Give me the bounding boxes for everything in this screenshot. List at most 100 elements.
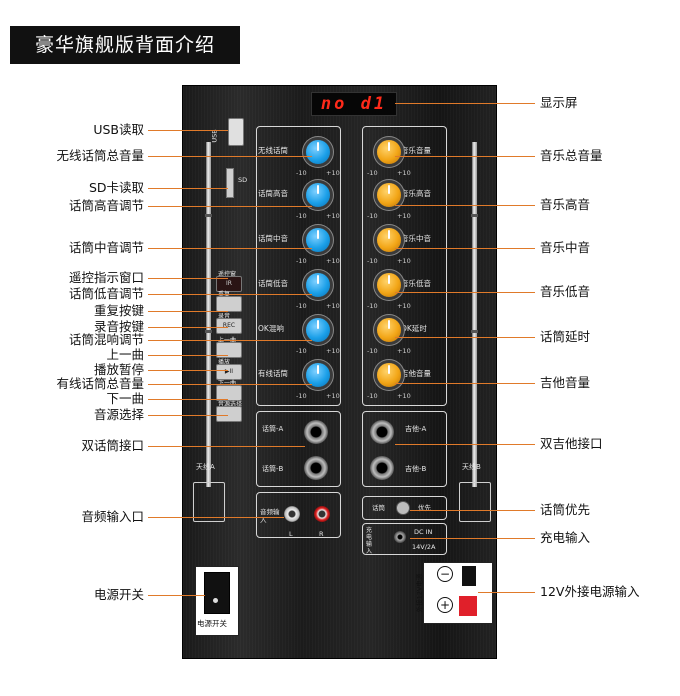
knob-tick-max: +10 <box>326 302 340 310</box>
callout-leader <box>148 595 205 596</box>
charge-input-module <box>362 523 447 555</box>
music-knob[interactable] <box>377 140 401 164</box>
antenna-mount-right <box>459 482 491 522</box>
callout-next: 下一曲 <box>106 391 144 406</box>
usb-label: USB <box>210 129 219 143</box>
guitar-jack-b[interactable] <box>370 456 394 480</box>
callout-mic-mid: 话筒中音调节 <box>68 240 144 255</box>
guitar-jack-a[interactable] <box>370 420 394 444</box>
panel-button-label: 录音 <box>218 313 231 320</box>
mic-jack-module <box>256 411 341 487</box>
mic-control-module <box>256 126 341 406</box>
knob-tick-min: -10 <box>367 347 378 355</box>
mic-jack-b[interactable] <box>304 456 328 480</box>
ext-12v-terminal <box>423 562 493 624</box>
callout-leader <box>148 188 228 189</box>
mic-knob-label: 无线话筒 <box>258 146 288 155</box>
sd-slot[interactable] <box>226 168 234 198</box>
callout-leader <box>148 517 284 518</box>
guitar-jack-b-label: 吉他-B <box>405 465 427 473</box>
knob-tick-min: -10 <box>296 302 307 310</box>
antenna-left <box>206 142 211 487</box>
callout-record: 录音按键 <box>93 319 144 334</box>
dc-in-label: DC IN <box>414 528 433 536</box>
mic-knob[interactable] <box>306 273 330 297</box>
ext-12v-label: 外接12V电源 <box>415 573 424 613</box>
mic-knob[interactable] <box>306 228 330 252</box>
knob-tick-max: +10 <box>326 347 340 355</box>
knob-tick-max: +10 <box>397 212 411 220</box>
music-knob-label: 吉他音量 <box>401 369 431 378</box>
sd-label: SD <box>238 176 248 184</box>
rca-left-jack[interactable] <box>284 506 300 522</box>
panel-button[interactable] <box>216 342 242 358</box>
panel-button[interactable] <box>216 406 242 422</box>
music-knob-label: 音乐音量 <box>401 146 431 155</box>
panel-button[interactable] <box>216 296 242 312</box>
callout-power: 电源开关 <box>93 587 144 602</box>
callout-music-mid: 音乐中音 <box>540 240 591 255</box>
callout-audio-in: 音频输入口 <box>81 509 144 524</box>
knob-tick-min: -10 <box>367 257 378 265</box>
mic-knob[interactable] <box>306 140 330 164</box>
mic-knob[interactable] <box>306 363 330 387</box>
callout-sd: SD卡读取 <box>88 180 144 195</box>
knob-tick-max: +10 <box>326 212 340 220</box>
led-display: no d1 <box>311 92 397 116</box>
antenna-left-joint <box>205 214 212 217</box>
panel-button[interactable]: REC <box>216 318 242 334</box>
callout-leader <box>148 399 228 400</box>
panel-button: IR <box>216 276 242 292</box>
mic-jack-b-label: 话筒-B <box>262 465 284 473</box>
panel-button[interactable] <box>216 385 242 401</box>
callout-display: 显示屏 <box>540 95 578 110</box>
callout-leader <box>148 340 312 341</box>
knob-tick-max: +10 <box>397 169 411 177</box>
music-knob[interactable] <box>377 273 401 297</box>
callout-leader <box>148 206 312 207</box>
callout-leader <box>395 292 535 293</box>
knob-tick-min: -10 <box>296 257 307 265</box>
rca-left-label: L <box>289 530 293 538</box>
mic-priority-label-b: 优先 <box>418 504 431 512</box>
music-knob[interactable] <box>377 318 401 342</box>
dc-jack[interactable] <box>394 531 406 543</box>
panel-button[interactable]: ▶II <box>216 364 242 380</box>
callout-leader <box>148 415 228 416</box>
antenna-right <box>472 142 477 487</box>
rca-right-jack[interactable] <box>314 506 330 522</box>
callout-leader <box>148 156 312 157</box>
audio-input-label: 音频输入 <box>260 508 280 524</box>
knob-tick-min: -10 <box>296 169 307 177</box>
callout-leader <box>395 383 535 384</box>
callout-repeat: 重复按键 <box>93 303 144 318</box>
power-switch[interactable] <box>204 572 230 614</box>
mic-knob-label: 话筒低音 <box>258 279 288 288</box>
usb-port[interactable] <box>228 118 244 146</box>
music-knob[interactable] <box>377 183 401 207</box>
terminal-red-clip[interactable] <box>459 596 477 616</box>
knob-tick-min: -10 <box>296 212 307 220</box>
dc-spec-label: 14V/2A <box>412 543 436 551</box>
knob-tick-max: +10 <box>326 169 340 177</box>
knob-tick-min: -10 <box>367 302 378 310</box>
callout-wireless-mic-vol: 无线话筒总音量 <box>56 148 144 163</box>
knob-tick-min: -10 <box>367 212 378 220</box>
callout-leader <box>148 355 228 356</box>
terminal-minus-icon: − <box>437 566 453 582</box>
mic-priority-switch[interactable] <box>396 501 410 515</box>
knob-tick-max: +10 <box>326 257 340 265</box>
audio-input-module <box>256 492 341 538</box>
callout-leader <box>148 384 312 385</box>
panel-button-label: 播放 <box>218 359 231 366</box>
knob-tick-max: +10 <box>397 257 411 265</box>
callout-mic-delay: 话筒延时 <box>540 329 591 344</box>
mic-knob-label: 话筒中音 <box>258 234 288 243</box>
mic-knob[interactable] <box>306 183 330 207</box>
terminal-black-clip[interactable] <box>462 566 476 586</box>
mic-jack-a[interactable] <box>304 420 328 444</box>
mic-knob[interactable] <box>306 318 330 342</box>
panel-button-label: 遥控窗 <box>218 271 237 278</box>
callout-mic-priority: 话筒优先 <box>540 502 591 517</box>
antenna-left-joint <box>205 330 212 333</box>
